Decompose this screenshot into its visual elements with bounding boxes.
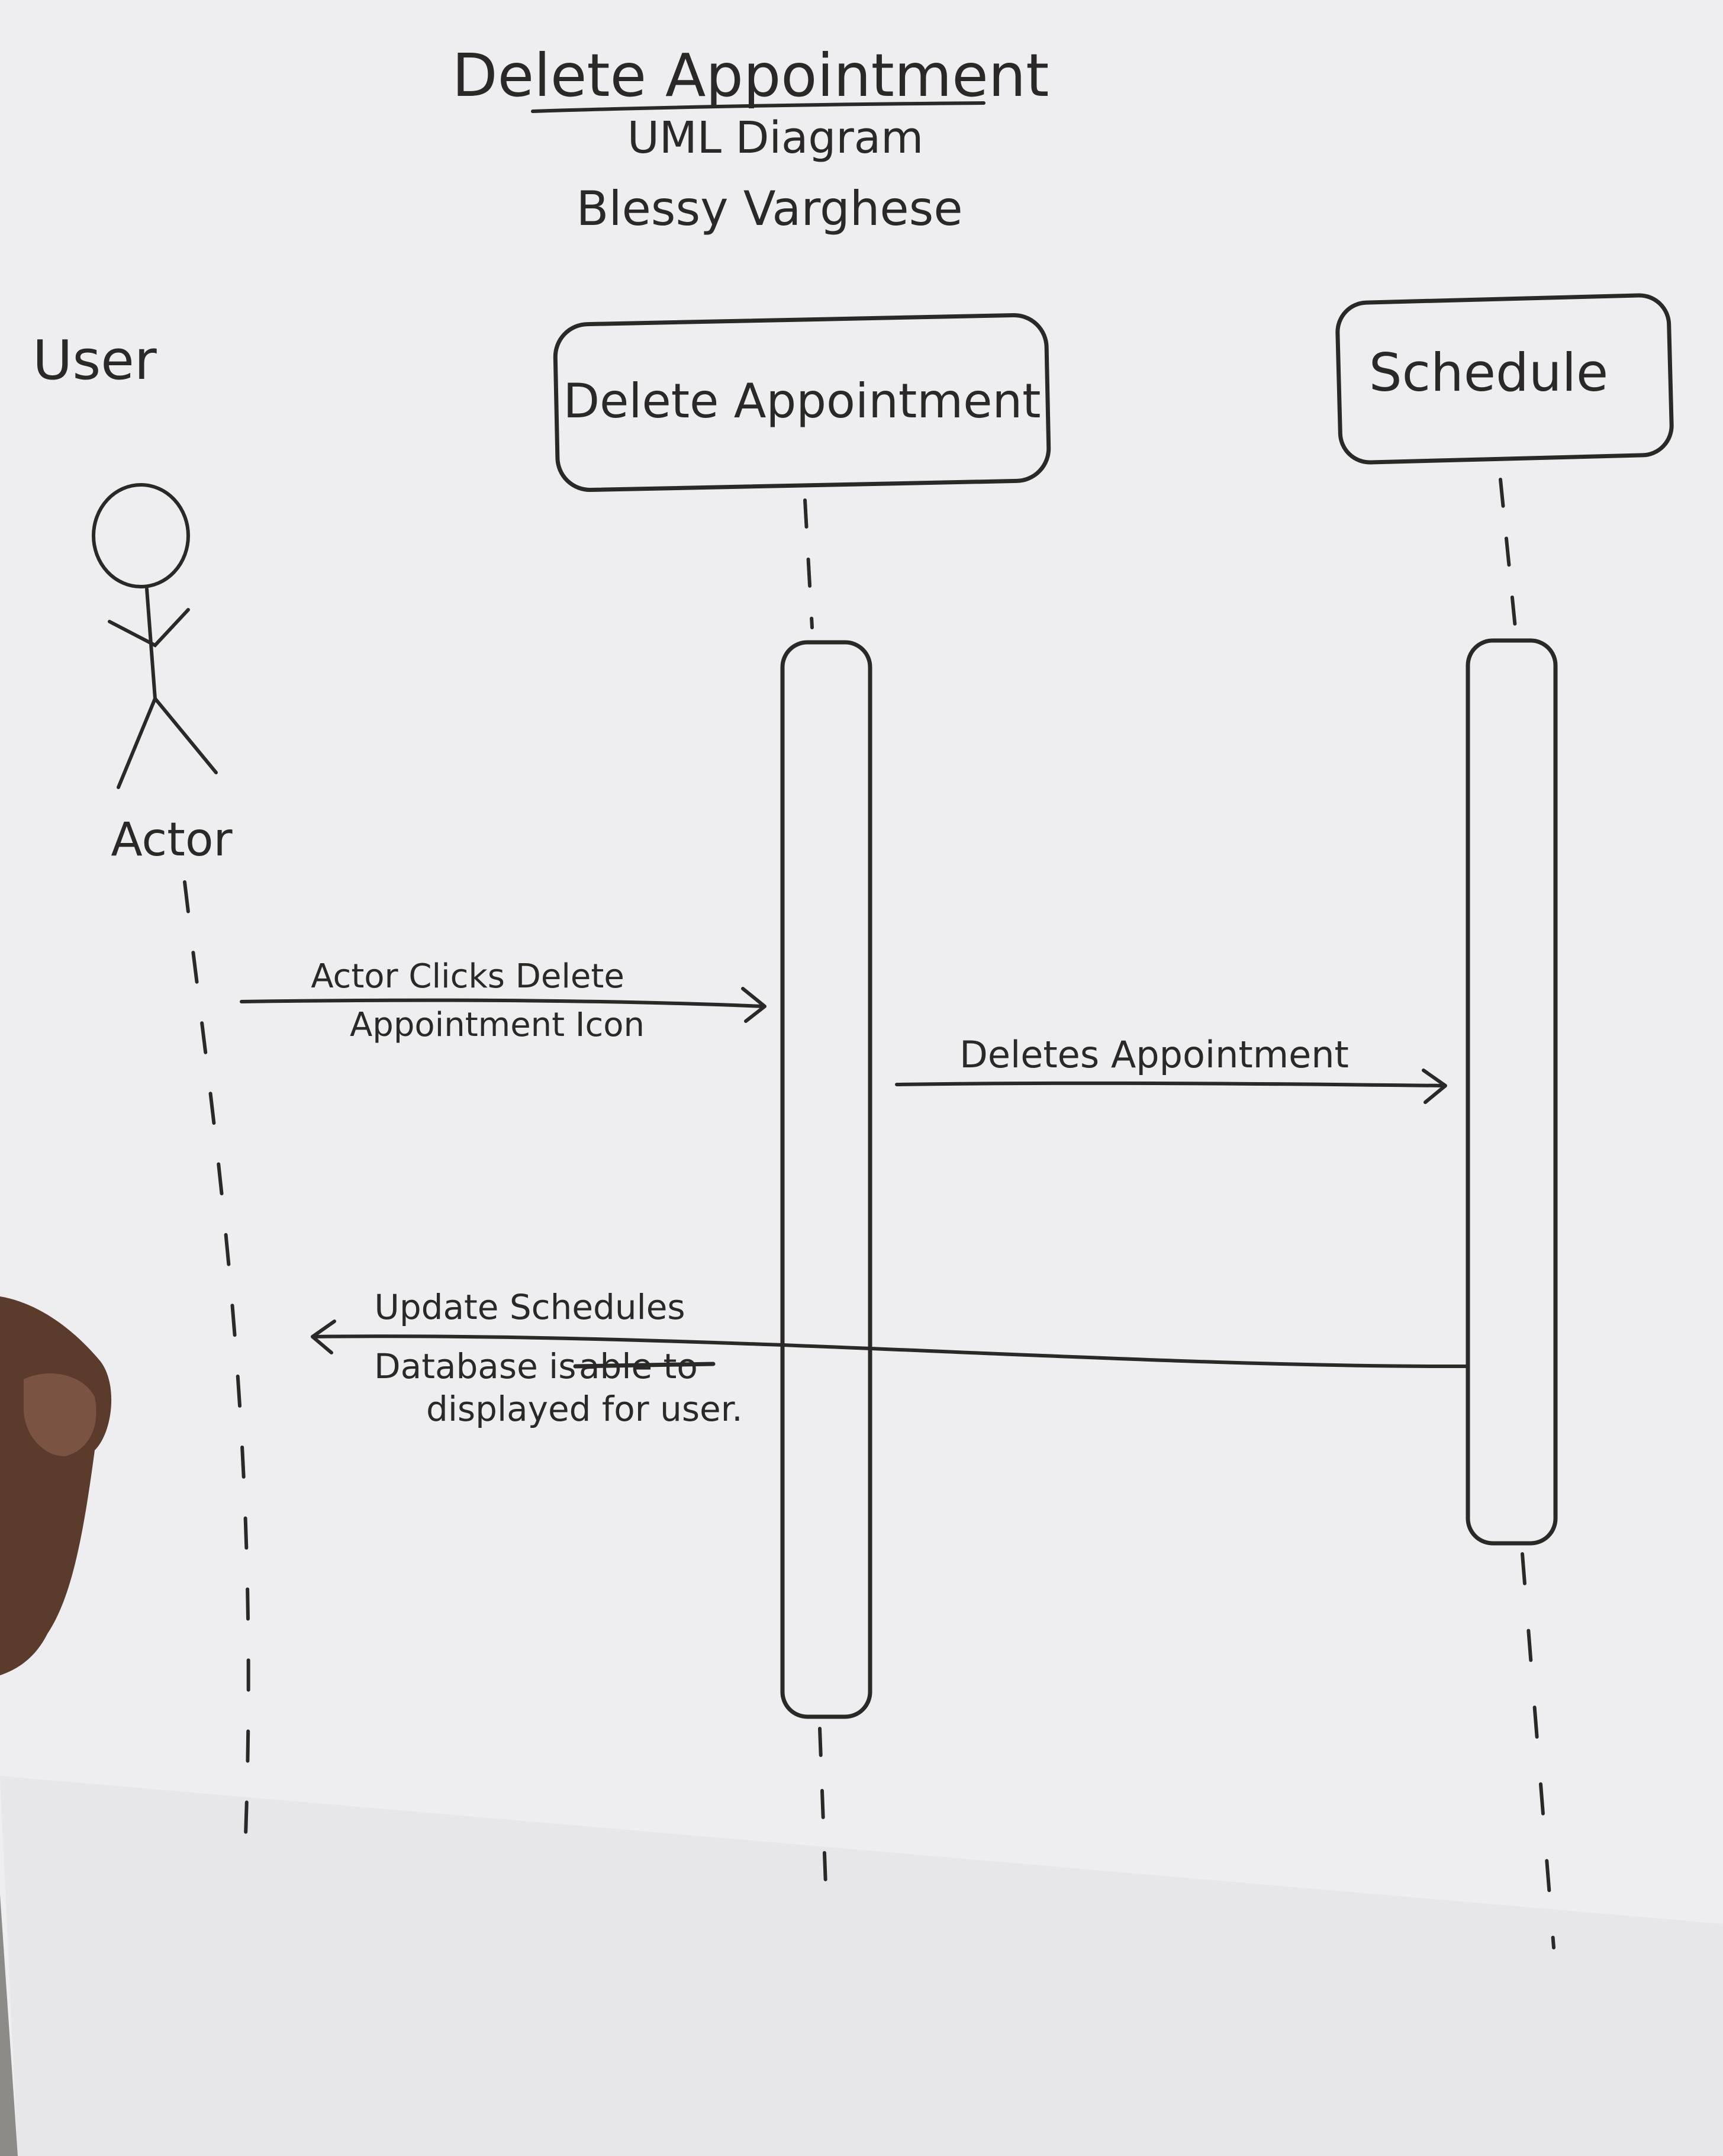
activation-bar-delete-appointment (780, 640, 872, 1719)
lifeline-box-delete-appointment (553, 313, 1051, 493)
message-arrow-delete-to-schedule (895, 1081, 1446, 1087)
message-arrow-actor-to-delete (240, 998, 765, 1008)
paper-shadow (0, 1776, 1723, 2156)
delete-appointment-lifeline-bottom (818, 1727, 827, 1887)
schedule-lifeline-top (1499, 478, 1517, 629)
diagram-subtitle: UML Diagram (627, 112, 923, 163)
message-label-3-line-1: Update Schedules (374, 1287, 685, 1327)
schedule-lifeline-bottom (1521, 1552, 1555, 1949)
lifeline-box-schedule (1335, 293, 1674, 465)
diagram-title: Delete Appointment (452, 41, 1049, 110)
arrowhead-delete-to-schedule (1422, 1069, 1447, 1104)
actor-group-label: User (33, 329, 157, 392)
delete-appointment-lifeline-top (803, 498, 814, 629)
arrowhead-schedule-to-actor (311, 1320, 336, 1354)
activation-bar-schedule (1466, 638, 1558, 1546)
actor-name: Actor (111, 813, 233, 867)
arrowhead-actor-to-delete (741, 987, 767, 1023)
lifeline-label-schedule: Schedule (1369, 342, 1608, 403)
message-label-3-line-3: displayed for user. (426, 1389, 743, 1429)
message-arrow-schedule-to-actor (311, 1334, 1468, 1369)
message-label-3-line-2: Database is (374, 1346, 577, 1386)
message-label-1-line-2: Appointment Icon (350, 1006, 645, 1044)
message-label-1-line-1: Actor Clicks Delete (311, 957, 624, 996)
strikethrough-line (573, 1362, 716, 1369)
author-name: Blessy Varghese (576, 181, 962, 236)
title-underline (531, 101, 986, 113)
message-label-2: Deletes Appointment (959, 1033, 1349, 1076)
lifeline-label-delete-appointment: Delete Appointment (563, 374, 1041, 429)
stick-figure-icon (92, 483, 218, 789)
thumbnail (24, 1373, 96, 1456)
